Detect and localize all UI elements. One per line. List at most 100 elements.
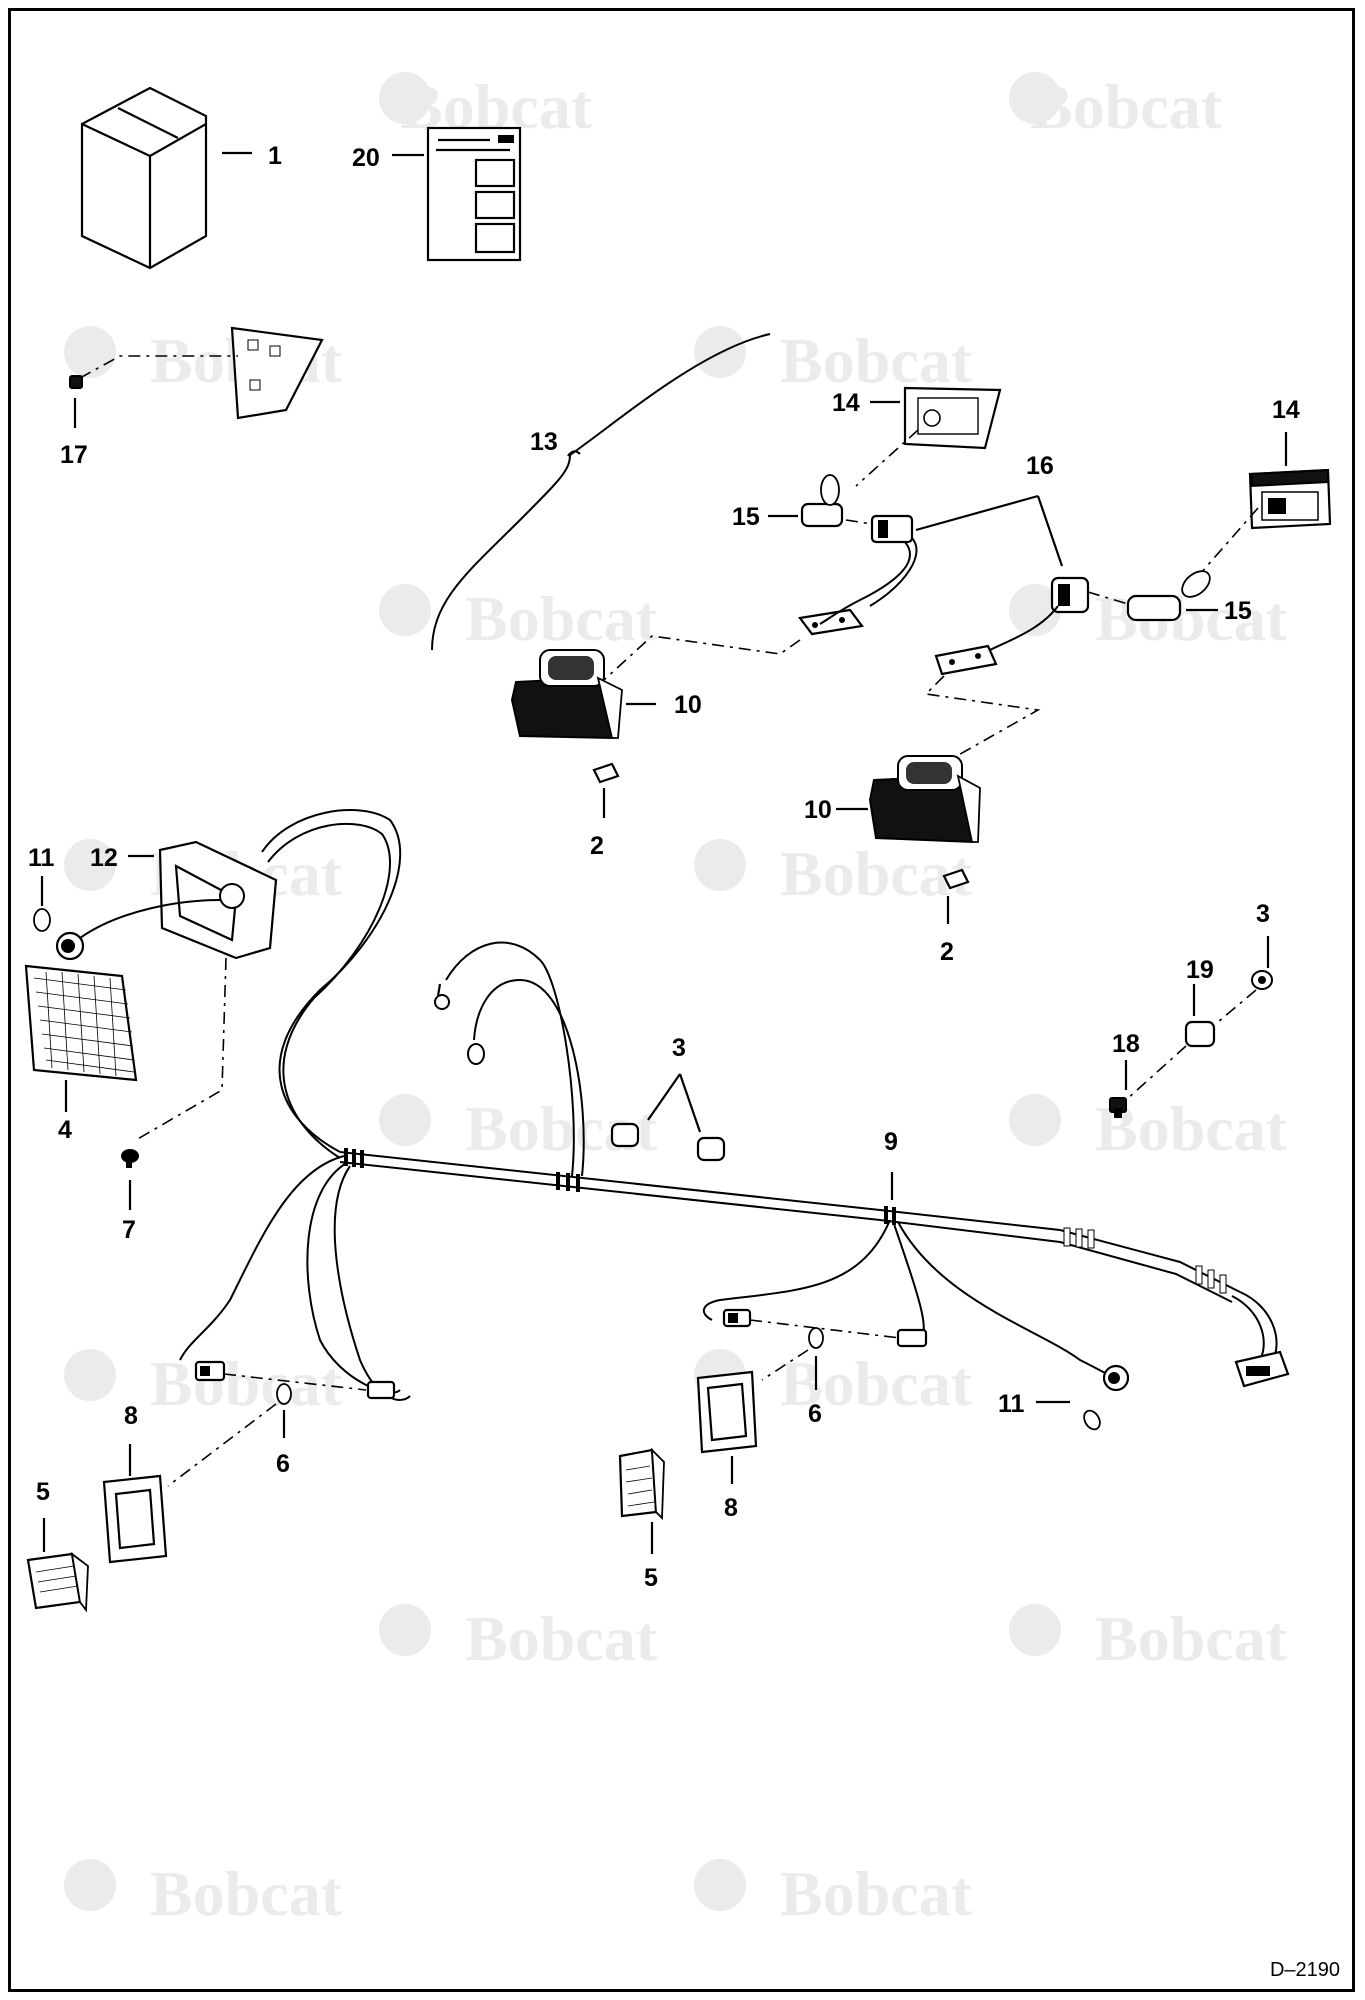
part-bulb [800,474,844,528]
cable [569,333,771,456]
dashed-line [135,957,227,1141]
part-rocker-switch [26,1551,89,1613]
part-switch-housing [510,649,623,740]
part-bulb-socket [1184,1020,1216,1048]
part-switch-bezel [102,1474,168,1564]
callout-19: 3 [1256,900,1270,928]
callout-3: 3 [672,1034,686,1062]
part-socket [989,576,1090,651]
watermark-text: Bobcat [1030,71,1223,142]
part-lamp-nut [1251,970,1273,990]
watermark: Bobcat [64,1858,343,1929]
part-clip [69,375,83,389]
callout-labels: 1 20 17 13 14 14 16 15 15 10 10 2 2 11 1… [28,142,1300,1592]
dashed-line [79,355,238,379]
part-lens-cover [24,964,138,1082]
part-connector-plug [1234,1350,1290,1388]
part-bolt [1109,1097,1127,1118]
callout-15: 15 [732,503,760,531]
figure-code: D–2190 [1270,1959,1340,1981]
callout-2: 2 [590,832,604,860]
dashed-line [1087,591,1129,605]
leader-line [1036,495,1064,567]
watermark-text: Bobcat [780,325,973,396]
part-instruction-sheet [426,126,522,262]
leader-line [915,494,1039,532]
leader-line [678,1073,702,1133]
watermark: Bobcat [694,838,973,909]
dashed-line [167,1403,277,1487]
callout-17: 17 [60,441,88,469]
part-bulb-small [808,1327,824,1349]
callout-7: 7 [122,1216,136,1244]
watermark-text: Bobcat [465,583,658,654]
callout-20: 20 [352,144,380,172]
dashed-line [761,1349,809,1381]
watermark: Bobcat [64,1348,343,1419]
callout-4: 4 [58,1116,72,1144]
watermark-text: Bobcat [780,1858,973,1929]
watermark: Bobcat [694,325,973,396]
callout-12: 12 [90,844,118,872]
callout-5: 5 [36,1478,50,1506]
leader-line [567,450,581,457]
watermark-text: Bobcat [780,838,973,909]
watermark-text: Bobcat [1095,1603,1288,1674]
watermark-text: Bobcat [150,1858,343,1929]
part-switch-bezel [696,1370,758,1454]
leader-line [647,1073,681,1121]
watermark-text: Bobcat [780,1348,973,1419]
part-bracket-panel [230,326,324,420]
callout-10: 10 [674,691,702,719]
callout-5: 5 [644,1564,658,1592]
part-work-light [903,386,1002,450]
part-bulb-small [1083,1409,1101,1431]
callout-2: 2 [940,938,954,966]
part-connector [366,1380,396,1400]
callout-11: 11 [28,844,55,872]
part-work-light [1248,468,1332,530]
watermark: Bobcat [694,1858,973,1929]
dashed-line [1199,507,1259,575]
dashed-line [603,635,801,681]
part-connector [722,1308,752,1328]
callout-8: 8 [124,1402,138,1430]
callout-13: 13 [530,428,558,456]
part-socket [819,514,918,625]
callout-1: 1 [268,142,282,170]
callout-10: 10 [804,796,832,824]
part-lens-small [592,762,620,784]
dashed-line [749,1319,901,1339]
callout-16: 16 [1026,452,1054,480]
callout-9: 9 [884,1128,898,1156]
part-connector-terminals [798,608,864,636]
watermark: Bobcat [1009,583,1288,654]
callout-6: 6 [808,1400,822,1428]
watermark-text: Bobcat [465,1603,658,1674]
part-bulb-socket [696,1136,726,1162]
watermark-text: Bobcat [1095,1093,1288,1164]
part-connector [896,1328,928,1348]
part-bulb-small [276,1383,292,1405]
callout-18: 18 [1112,1030,1140,1058]
callout-11: 11 [998,1390,1025,1418]
dashed-line [223,1373,367,1391]
diagram-frame [8,8,1355,1992]
callout-14: 14 [832,389,860,417]
part-connector [1102,1364,1130,1392]
part-connector [194,1360,226,1382]
part-box [80,86,208,270]
wiring-harness [179,809,1278,1401]
callout-3: 19 [1186,956,1214,984]
part-bulb-small [33,908,51,932]
part-beacon-housing [55,840,278,961]
cable [431,454,571,651]
watermark: Bobcat [1009,71,1223,142]
callout-14: 14 [1272,396,1300,424]
callout-6: 6 [276,1450,290,1478]
part-connector-terminals [934,644,998,676]
part-screw [121,1149,139,1168]
watermark: Bobcat [379,1603,658,1674]
